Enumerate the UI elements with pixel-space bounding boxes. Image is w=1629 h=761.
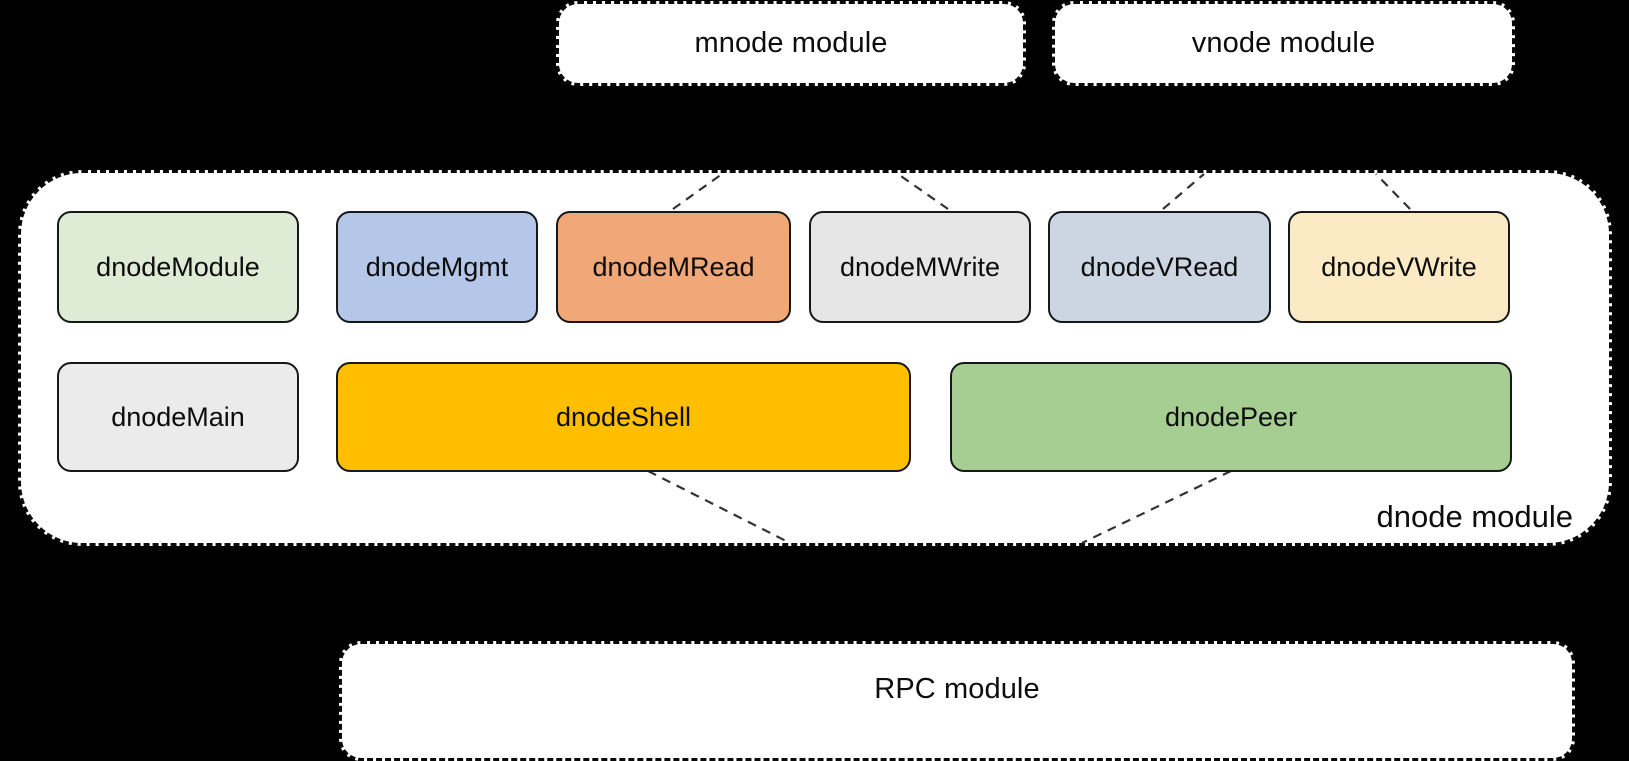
component-dnodevread-label: dnodeVRead [1080,251,1239,282]
component-dnodepeer[interactable]: dnodePeer [950,362,1512,472]
mnode-module-label: mnode module [694,27,888,59]
component-dnodemwrite-label: dnodeMWrite [839,251,1001,282]
component-dnodevread[interactable]: dnodeVRead [1048,211,1271,323]
component-dnodevwrite[interactable]: dnodeVWrite [1288,211,1510,323]
component-dnodemwrite[interactable]: dnodeMWrite [809,211,1031,323]
component-dnodeshell-label: dnodeShell [555,401,692,432]
component-dnodemain-label: dnodeMain [111,401,245,432]
component-dnodemain[interactable]: dnodeMain [57,362,299,472]
component-dnodemgmt[interactable]: dnodeMgmt [336,211,538,323]
component-dnodemodule[interactable]: dnodeModule [57,211,299,323]
component-dnodemread-label: dnodeMRead [592,251,755,282]
mnode-module-box[interactable]: mnode module [556,1,1026,86]
component-dnodevwrite-label: dnodeVWrite [1321,251,1477,282]
diagram-canvas: mnode module vnode module dnode module d… [18,1,1612,761]
component-dnodemgmt-label: dnodeMgmt [365,251,509,282]
component-dnodemread[interactable]: dnodeMRead [556,211,791,323]
component-dnodeshell[interactable]: dnodeShell [336,362,911,472]
component-dnodepeer-label: dnodePeer [1164,401,1298,432]
vnode-module-label: vnode module [1191,27,1376,59]
vnode-module-box[interactable]: vnode module [1052,1,1515,86]
dnode-module-label: dnode module [1376,499,1574,534]
rpc-module-box[interactable]: RPC module [339,641,1575,761]
component-dnodemodule-label: dnodeModule [96,251,260,282]
rpc-module-label: RPC module [874,673,1040,705]
